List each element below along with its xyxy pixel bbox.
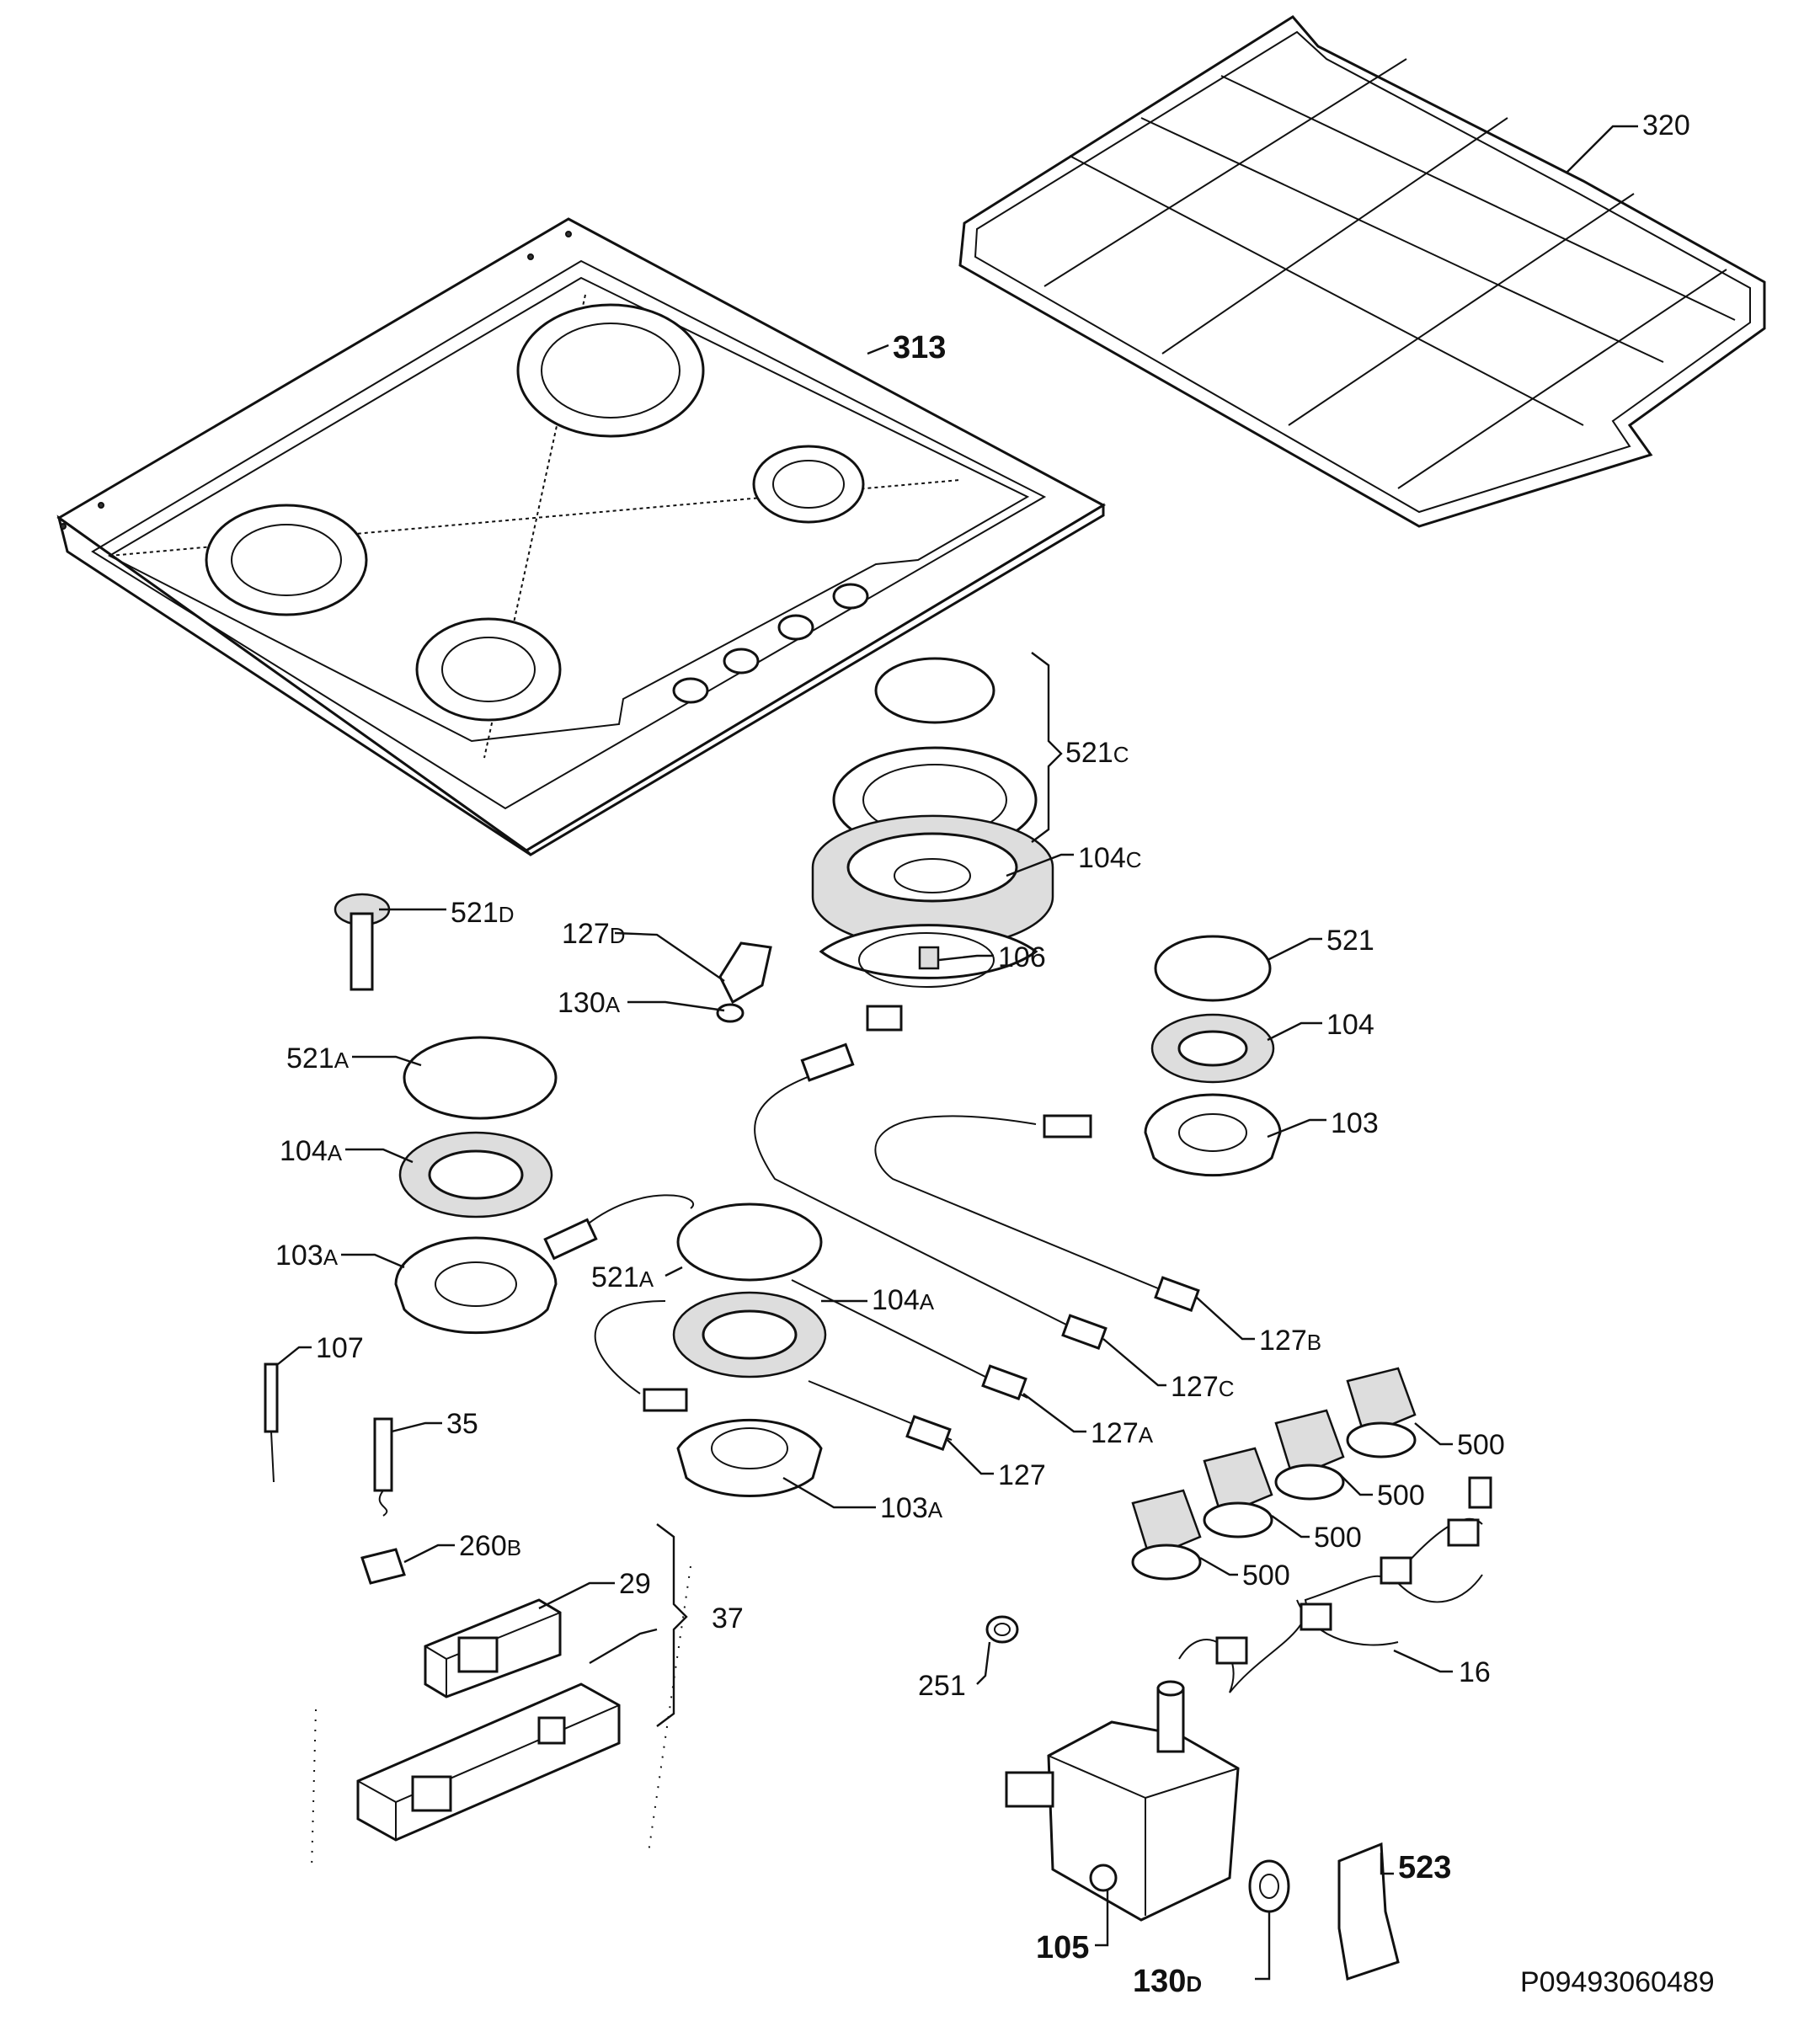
callout-127D: 127D xyxy=(562,918,626,950)
callout-104: 104 xyxy=(1326,1009,1374,1041)
reference-code: P09493060489 xyxy=(1520,1966,1715,1998)
knob-4 xyxy=(1131,1489,1202,1581)
ignition-generator-37 xyxy=(356,1598,621,1842)
bracket-37 xyxy=(656,1523,688,1727)
callout-103: 103 xyxy=(1331,1107,1379,1139)
hob-top-plate-313 xyxy=(56,217,1107,856)
callout-104C: 104C xyxy=(1078,842,1142,874)
callout-500-4: 500 xyxy=(1242,1560,1290,1592)
callout-107: 107 xyxy=(316,1332,364,1364)
callout-521: 521 xyxy=(1326,925,1374,957)
leader-lines xyxy=(277,125,1638,1981)
callout-130D: 130D xyxy=(1133,1964,1202,1999)
callout-500-2: 500 xyxy=(1377,1480,1425,1512)
callout-127C: 127C xyxy=(1171,1371,1235,1403)
control-knobs-500 xyxy=(1131,1367,1417,1581)
callout-521D: 521D xyxy=(451,897,515,929)
callout-103A-2: 103A xyxy=(880,1492,943,1524)
callout-500-1: 500 xyxy=(1457,1429,1505,1461)
knob-1 xyxy=(1346,1367,1417,1458)
pan-support-grid-320 xyxy=(958,15,1766,528)
callout-320: 320 xyxy=(1642,109,1690,141)
callout-104A-2: 104A xyxy=(872,1284,935,1316)
burner-center-assembly xyxy=(672,1202,827,1497)
callout-130A: 130A xyxy=(558,987,621,1019)
callout-127A: 127A xyxy=(1091,1417,1154,1449)
callout-313: 313 xyxy=(893,330,946,365)
callout-521A-2: 521A xyxy=(591,1261,654,1293)
callout-37: 37 xyxy=(712,1602,744,1634)
bracket-521C xyxy=(1031,652,1063,843)
callout-104A-1: 104A xyxy=(280,1135,343,1167)
gas-pipes xyxy=(543,1042,1200,1451)
callout-127: 127 xyxy=(998,1459,1046,1491)
callout-103A-1: 103A xyxy=(275,1240,339,1272)
knob-3 xyxy=(1203,1447,1273,1538)
callout-523: 523 xyxy=(1398,1850,1451,1885)
callout-106: 106 xyxy=(998,941,1046,973)
callout-500-3: 500 xyxy=(1314,1522,1362,1554)
callout-29: 29 xyxy=(619,1568,651,1600)
callout-35: 35 xyxy=(446,1408,478,1440)
callout-16: 16 xyxy=(1459,1656,1491,1688)
callout-105: 105 xyxy=(1036,1930,1089,1965)
gas-valve-105 xyxy=(1005,1680,1240,1922)
small-parts xyxy=(264,893,1400,1981)
burner-left-assembly xyxy=(394,1036,558,1335)
microswitch-harness-16 xyxy=(1178,1476,1492,1693)
burner-right-assembly xyxy=(1144,935,1282,1177)
callout-127B: 127B xyxy=(1259,1325,1321,1357)
callout-260B: 260B xyxy=(459,1530,521,1562)
knob-2 xyxy=(1274,1409,1345,1501)
callout-521C: 521C xyxy=(1065,737,1129,769)
large-burner-assembly xyxy=(811,657,1054,1032)
callout-251: 251 xyxy=(918,1670,966,1702)
callout-521A-1: 521A xyxy=(286,1042,350,1074)
